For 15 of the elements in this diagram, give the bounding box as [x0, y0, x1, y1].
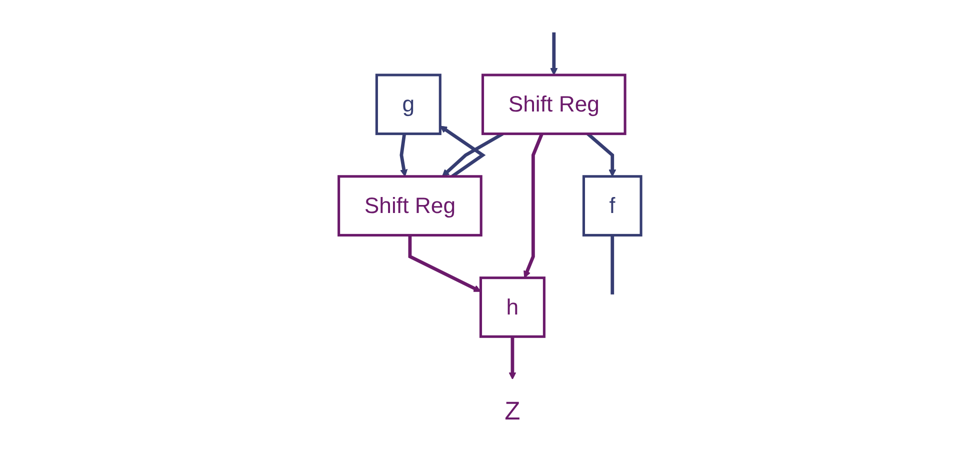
- node-text: Z: [504, 397, 520, 426]
- node-box: f: [582, 175, 642, 236]
- arrow: [442, 132, 504, 177]
- node-box: h: [479, 276, 546, 338]
- node-box: g: [374, 74, 441, 136]
- arrow: [586, 132, 616, 177]
- arrow: [399, 134, 408, 177]
- node-box: Shift Reg: [337, 175, 482, 236]
- arrow: [439, 126, 486, 178]
- arrow: [550, 32, 558, 76]
- arrow: [508, 336, 516, 380]
- node-box: Shift Reg: [481, 74, 626, 136]
- arrow: [523, 133, 544, 278]
- connector: [610, 235, 614, 294]
- arrow: [408, 235, 481, 292]
